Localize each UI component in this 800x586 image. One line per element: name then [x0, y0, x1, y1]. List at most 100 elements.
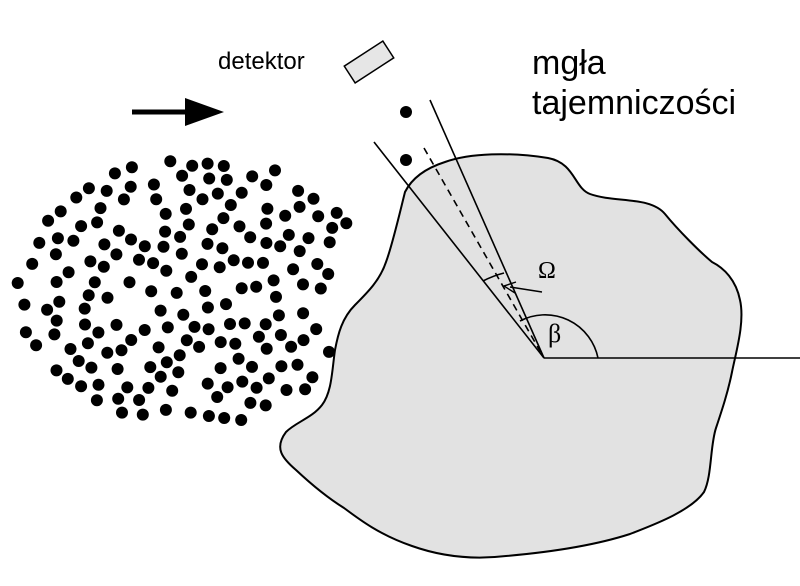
particle [30, 339, 43, 352]
particle [70, 191, 83, 204]
particle [203, 172, 216, 185]
particle [252, 330, 265, 343]
particle [246, 360, 258, 373]
particle [218, 412, 231, 424]
particle [91, 216, 104, 229]
particle [110, 248, 123, 261]
particle [82, 182, 95, 195]
particle [285, 340, 298, 353]
particle [124, 180, 137, 193]
scattering-direction-dashed [423, 147, 545, 359]
detector-label: detektor [218, 48, 305, 75]
particle [61, 372, 74, 385]
particle [90, 394, 103, 407]
particle [323, 345, 335, 358]
detector-icon [343, 40, 395, 84]
particle [49, 248, 62, 261]
cone-boundary-left [373, 141, 545, 359]
particle [236, 375, 249, 388]
particle [33, 236, 46, 249]
particle [214, 362, 227, 375]
particle [117, 193, 130, 206]
particle [201, 377, 214, 390]
particle [50, 364, 63, 377]
particle [220, 298, 232, 311]
particle [97, 260, 110, 273]
particle [220, 173, 233, 186]
particle [280, 384, 293, 396]
particle [85, 361, 98, 374]
particle [19, 326, 32, 339]
particle [267, 274, 280, 287]
particle [67, 234, 80, 247]
particle [213, 261, 226, 274]
particle [292, 184, 305, 197]
particle [199, 285, 212, 297]
particle [310, 323, 323, 336]
particle [160, 356, 173, 369]
particle [160, 264, 173, 277]
particle [150, 193, 163, 206]
particle [224, 318, 236, 330]
particle [125, 334, 138, 346]
particle [48, 328, 61, 341]
particle [274, 240, 287, 253]
particle [216, 242, 229, 255]
particle [112, 224, 125, 237]
particle [279, 209, 292, 222]
particle [211, 391, 224, 403]
particle [217, 160, 230, 172]
particle [92, 378, 105, 391]
omega-pointer [509, 286, 543, 293]
particle [94, 202, 107, 215]
particle [176, 169, 189, 182]
particle [81, 337, 94, 350]
beta-label: β [548, 319, 561, 348]
particle [51, 232, 64, 245]
particle [330, 206, 343, 219]
particle [326, 221, 339, 234]
particle [314, 282, 327, 295]
particle [111, 363, 124, 375]
particle [62, 266, 75, 279]
omega-arc [482, 272, 505, 282]
particle [110, 318, 123, 331]
particle [154, 370, 167, 383]
particle [42, 214, 55, 227]
particle [244, 396, 257, 409]
omega-label: Ω [538, 258, 556, 284]
particle [112, 392, 125, 405]
particle [229, 337, 242, 350]
particle [227, 254, 240, 267]
particle [282, 228, 295, 241]
particle [274, 329, 287, 341]
particle [260, 179, 273, 191]
particle [100, 184, 113, 197]
scattered-particle [400, 106, 412, 118]
particle [108, 167, 121, 180]
particle [250, 280, 263, 293]
particle [183, 184, 196, 196]
particle [18, 298, 31, 311]
particle [269, 164, 281, 177]
particle [302, 232, 315, 245]
fog-label-line1: mgła [532, 44, 606, 82]
particle [262, 372, 275, 385]
particle [260, 217, 273, 230]
particle [75, 220, 88, 233]
particle [323, 236, 336, 249]
particle [311, 258, 324, 270]
particle [26, 257, 39, 270]
particle [242, 256, 254, 269]
particle [79, 318, 91, 331]
particle [196, 193, 209, 206]
particle [138, 324, 151, 336]
particle [98, 238, 111, 251]
particle [293, 200, 306, 213]
particle [214, 336, 227, 349]
particle [206, 223, 219, 236]
particle [261, 202, 274, 215]
particle [260, 237, 273, 249]
particle [246, 170, 259, 183]
particle [257, 256, 269, 269]
